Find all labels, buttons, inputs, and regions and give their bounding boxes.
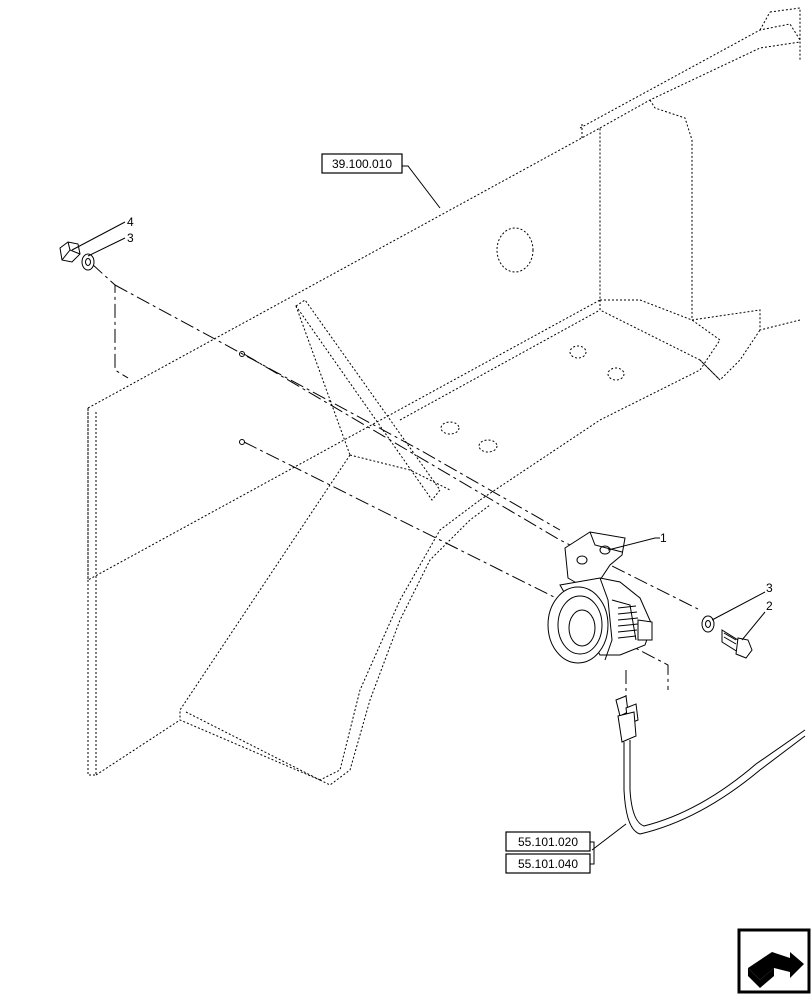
wire-harness xyxy=(591,695,806,851)
ref-harness-a-label: 55.101.020 xyxy=(518,835,578,849)
nut-washer-top xyxy=(59,241,95,271)
ref-harness-b[interactable]: 55.101.040 xyxy=(505,853,591,874)
ref-frame-label: 39.100.010 xyxy=(332,157,392,171)
callout-washer-bottom: 3 xyxy=(766,581,773,595)
assembly-lines xyxy=(91,263,701,700)
ref-harness-a[interactable]: 55.101.020 xyxy=(505,831,591,852)
callout-lamp: 1 xyxy=(660,531,667,545)
callout-bolt: 2 xyxy=(766,599,773,613)
callout-leaders xyxy=(71,165,766,641)
callout-nut: 4 xyxy=(127,215,134,229)
frame-rail xyxy=(87,7,801,786)
ref-harness-b-label: 55.101.040 xyxy=(518,857,578,871)
ref-frame[interactable]: 39.100.010 xyxy=(321,153,403,174)
work-lamp xyxy=(547,531,653,664)
washer-bolt-right xyxy=(701,615,753,659)
arrow-turn-icon[interactable] xyxy=(737,928,811,994)
callout-washer-top: 3 xyxy=(127,231,134,245)
